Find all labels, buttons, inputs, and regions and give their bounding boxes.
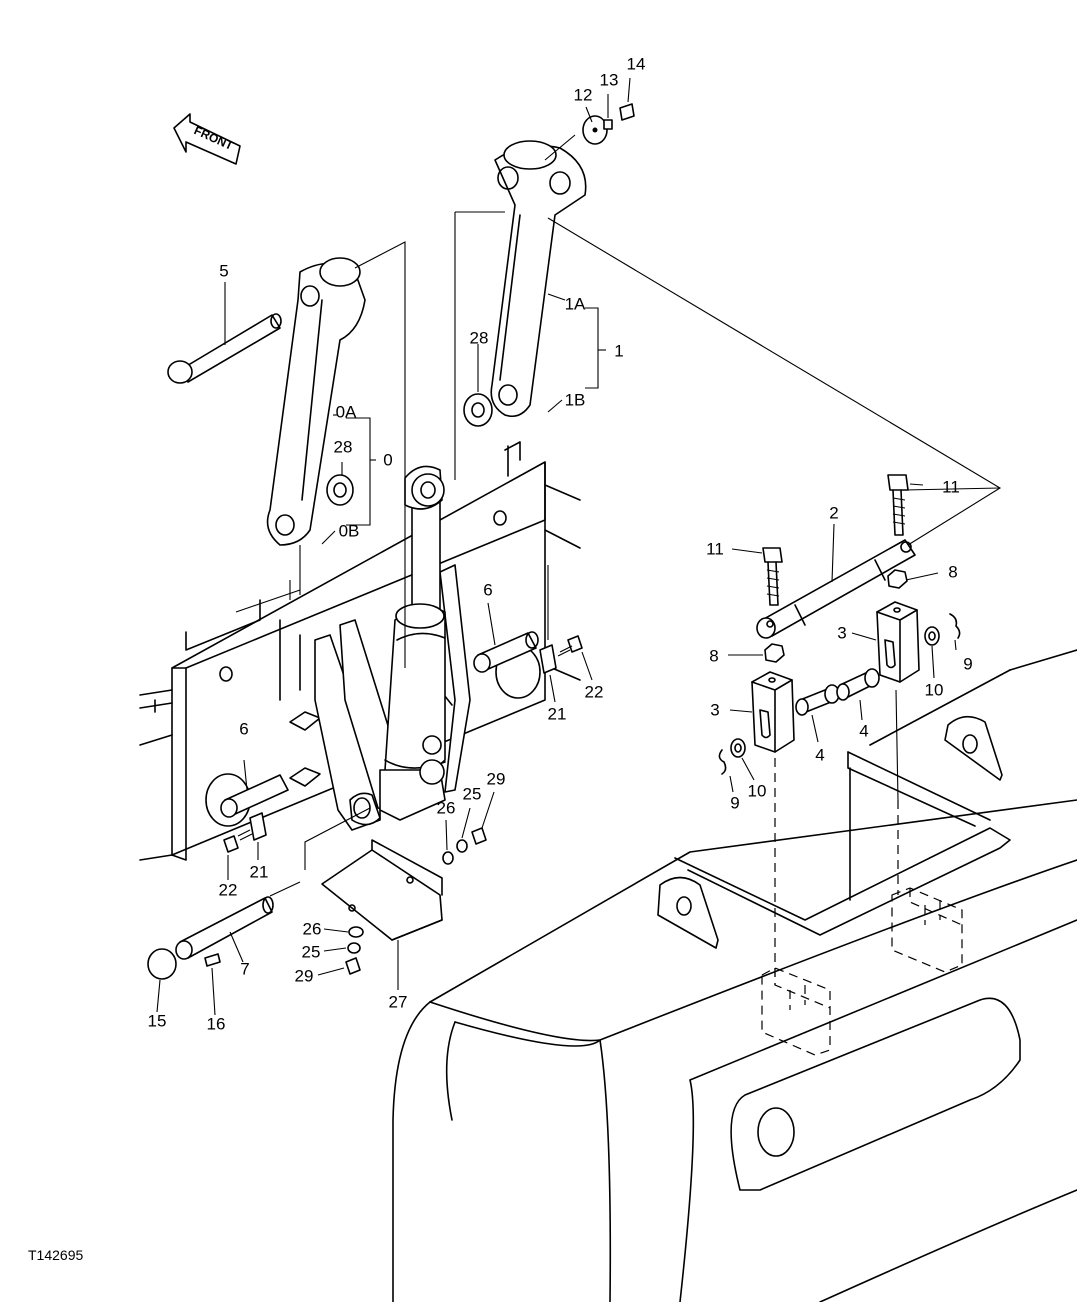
callout-2: 2 — [829, 504, 838, 523]
callout-1a: 1A — [565, 295, 586, 314]
bolt-11-right — [887, 474, 909, 536]
callout-26-lower: 26 — [303, 920, 322, 939]
lock-plate-21-left — [249, 812, 267, 841]
callout-3-left: 3 — [710, 701, 719, 720]
pin-6-right — [473, 631, 539, 673]
callout-21-left: 21 — [250, 863, 269, 882]
block-3-right — [876, 601, 920, 683]
washer-25-lower — [347, 942, 361, 954]
callout-22-left: 22 — [219, 881, 238, 900]
link-arm-1 — [490, 140, 587, 418]
bolt-29-lower — [345, 957, 361, 975]
callout-29-lower: 29 — [295, 967, 314, 986]
callout-4-left: 4 — [815, 746, 824, 765]
washer-10-left — [730, 738, 746, 758]
callout-4-right: 4 — [859, 722, 868, 741]
callout-28a: 28 — [334, 438, 353, 457]
bolt-22-right — [557, 635, 583, 657]
ring-15 — [147, 948, 177, 980]
callout-11-right: 11 — [942, 478, 960, 497]
callout-8-right: 8 — [948, 563, 957, 582]
clip-9-right — [949, 613, 961, 639]
callout-22-right: 22 — [585, 683, 604, 702]
block-3-left — [751, 671, 795, 753]
callout-15: 15 — [148, 1012, 167, 1031]
callout-0b: 0B — [339, 522, 360, 541]
callout-25-upper: 25 — [463, 785, 482, 804]
nut-8-left — [764, 643, 785, 663]
leader-lines — [156, 77, 957, 1016]
callout-10-right: 10 — [925, 681, 944, 700]
callout-9-left: 9 — [730, 794, 739, 813]
washer-28-left — [326, 474, 354, 506]
bolt-22-left — [223, 829, 253, 853]
callout-0a: 0A — [336, 403, 357, 422]
figure-id: T142695 — [28, 1247, 83, 1263]
callout-11-left: 11 — [706, 540, 724, 559]
washer-25-upper — [456, 839, 468, 853]
nut-8-right — [887, 569, 908, 589]
pin-6-left — [220, 774, 289, 818]
callout-6-right: 6 — [483, 581, 492, 600]
callout-8-left: 8 — [709, 647, 718, 666]
callout-10-left: 10 — [748, 782, 767, 801]
spring-pin-16 — [204, 953, 221, 967]
lock-plate-21-right — [539, 644, 557, 674]
clip-9-left — [718, 749, 727, 775]
callout-7: 7 — [240, 960, 249, 979]
callout-1: 1 — [614, 342, 623, 361]
callout-13: 13 — [600, 71, 619, 90]
pin-4-left — [795, 684, 840, 716]
pin-4-right — [836, 668, 880, 701]
pin-5 — [167, 313, 282, 384]
washer-28-right — [463, 393, 493, 427]
callout-28b: 28 — [470, 329, 489, 348]
callout-1b: 1B — [565, 391, 586, 410]
link-arm-0 — [266, 257, 366, 546]
pin-7 — [175, 896, 274, 960]
callout-21-right: 21 — [548, 705, 567, 724]
callout-29-upper: 29 — [487, 770, 506, 789]
callout-14: 14 — [627, 55, 646, 74]
hydraulic-cylinder — [349, 465, 446, 826]
washer-10-right — [924, 626, 940, 646]
callout-27: 27 — [389, 993, 408, 1012]
plate-12-hardware — [582, 103, 635, 145]
callout-3-right: 3 — [837, 624, 846, 643]
callout-26-upper: 26 — [437, 799, 456, 818]
front-direction-arrow-icon: FRONT — [173, 113, 241, 165]
counterweight — [392, 649, 1077, 1302]
callout-5: 5 — [219, 262, 228, 281]
callout-25-lower: 25 — [302, 943, 321, 962]
callout-6-left: 6 — [239, 720, 248, 739]
washer-26-upper — [442, 851, 454, 865]
bolt-11-left — [762, 547, 783, 606]
guard-plate-27 — [321, 839, 443, 941]
callout-9-right: 9 — [963, 655, 972, 674]
callout-16: 16 — [207, 1015, 226, 1034]
callout-12: 12 — [574, 86, 593, 105]
assembly-guide-lines — [235, 134, 1002, 985]
callout-0: 0 — [383, 451, 392, 470]
washer-26-lower — [348, 926, 364, 938]
callout-labels: 5 0A 28 0 0B 28 1A 1 1B 12 13 14 11 11 2… — [148, 55, 973, 1034]
bolt-29-upper — [471, 827, 487, 845]
rod-2 — [756, 539, 916, 639]
